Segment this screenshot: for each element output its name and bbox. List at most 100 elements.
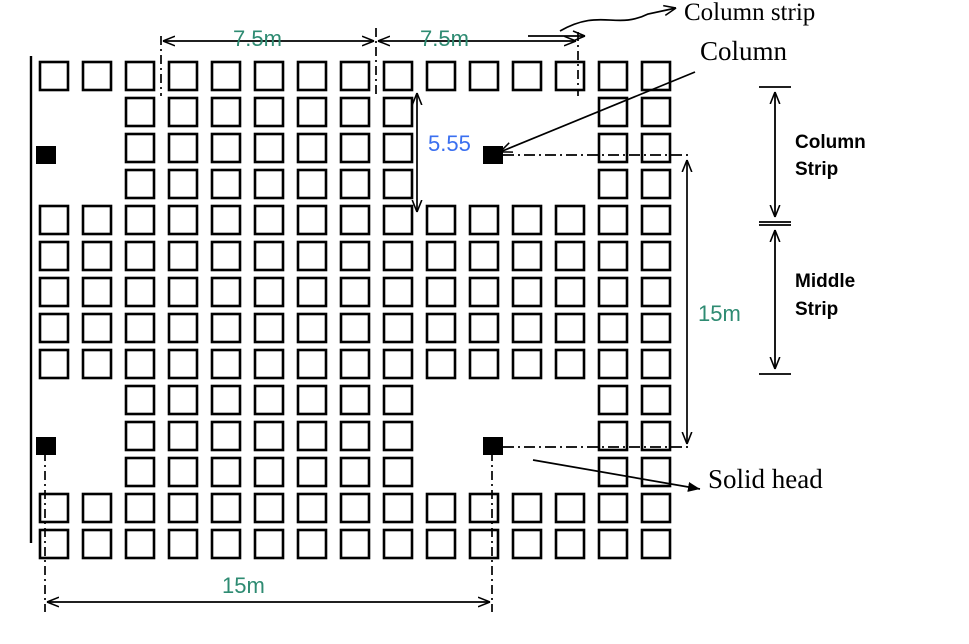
rib-void-cell bbox=[640, 456, 672, 488]
leader-column-strip bbox=[559, 4, 677, 32]
rib-void-cell bbox=[382, 132, 414, 164]
rib-void-cell bbox=[382, 276, 414, 308]
rib-void-cell bbox=[339, 132, 371, 164]
label-middle-strip-band-line1: Middle bbox=[795, 271, 856, 292]
rib-void-cell bbox=[339, 348, 371, 380]
dimension-top-span-right: 7.5m bbox=[420, 26, 469, 51]
rib-void-cell bbox=[38, 492, 70, 524]
rib-void-cell bbox=[296, 204, 328, 236]
rib-void-cell bbox=[640, 240, 672, 272]
rib-void-cell bbox=[597, 528, 629, 560]
column-strip-band-dimension bbox=[759, 86, 791, 223]
rib-void-cell bbox=[511, 528, 543, 560]
rib-void-cell bbox=[253, 204, 285, 236]
rib-void-cell bbox=[167, 420, 199, 452]
rib-void-cell bbox=[597, 240, 629, 272]
rib-void-cell bbox=[124, 492, 156, 524]
rib-void-cell bbox=[167, 528, 199, 560]
rib-void-cell bbox=[296, 168, 328, 200]
rib-void-cell bbox=[253, 456, 285, 488]
rib-void-cell bbox=[296, 96, 328, 128]
rib-void-cell bbox=[296, 240, 328, 272]
rib-void-cell bbox=[81, 240, 113, 272]
rib-void-cell bbox=[640, 132, 672, 164]
rib-void-cell bbox=[38, 240, 70, 272]
rib-void-cell bbox=[167, 384, 199, 416]
rib-void-cell bbox=[124, 348, 156, 380]
middle-strip-band-dimension bbox=[759, 224, 791, 375]
rib-void-cell bbox=[124, 276, 156, 308]
rib-void-cell bbox=[511, 204, 543, 236]
label-column-strip-callout: Column strip bbox=[684, 0, 816, 26]
rib-void-cell bbox=[339, 168, 371, 200]
rib-void-cell bbox=[124, 240, 156, 272]
rib-void-cell bbox=[597, 384, 629, 416]
rib-void-cell bbox=[425, 492, 457, 524]
rib-void-cell bbox=[296, 132, 328, 164]
rib-void-cell bbox=[640, 168, 672, 200]
label-column-callout: Column bbox=[700, 36, 788, 66]
rib-void-cell bbox=[210, 456, 242, 488]
rib-void-cell bbox=[253, 384, 285, 416]
rib-void-cell bbox=[296, 348, 328, 380]
rib-void-cell bbox=[382, 456, 414, 488]
rib-void-cell bbox=[81, 60, 113, 92]
rib-void-cell bbox=[597, 276, 629, 308]
rib-void-cell bbox=[597, 348, 629, 380]
rib-void-cell bbox=[511, 60, 543, 92]
rib-void-cell bbox=[597, 132, 629, 164]
column-top-left bbox=[36, 146, 56, 164]
rib-void-cell bbox=[253, 96, 285, 128]
rib-void-cell bbox=[210, 132, 242, 164]
rib-void-cell bbox=[382, 312, 414, 344]
rib-void-cell bbox=[81, 204, 113, 236]
rib-void-cell bbox=[640, 204, 672, 236]
rib-void-cell bbox=[124, 132, 156, 164]
rib-void-cell bbox=[425, 240, 457, 272]
rib-void-cell bbox=[167, 312, 199, 344]
rib-void-cell bbox=[511, 240, 543, 272]
rib-void-cell bbox=[167, 132, 199, 164]
rib-void-cell bbox=[597, 168, 629, 200]
rib-void-cell bbox=[339, 312, 371, 344]
centre-lines bbox=[44, 28, 692, 612]
rib-void-cell bbox=[597, 492, 629, 524]
rib-void-cell bbox=[640, 384, 672, 416]
rib-void-cell bbox=[468, 348, 500, 380]
rib-void-cell bbox=[81, 492, 113, 524]
rib-void-cell bbox=[167, 276, 199, 308]
label-column-strip-band-line2: Strip bbox=[795, 159, 839, 180]
rib-void-cell bbox=[382, 420, 414, 452]
rib-void-cell bbox=[210, 348, 242, 380]
rib-void-cell bbox=[253, 240, 285, 272]
rib-void-cell bbox=[38, 528, 70, 560]
rib-void-cell bbox=[382, 492, 414, 524]
rib-void-cell bbox=[124, 312, 156, 344]
rib-void-cell bbox=[468, 528, 500, 560]
rib-void-cell bbox=[296, 312, 328, 344]
column-head-markers bbox=[36, 146, 503, 455]
rib-void-cell bbox=[124, 168, 156, 200]
rib-void-cell bbox=[640, 312, 672, 344]
rib-void-cell bbox=[339, 456, 371, 488]
column-top-right bbox=[483, 146, 503, 164]
rib-void-cell bbox=[253, 528, 285, 560]
rib-void-cell bbox=[468, 60, 500, 92]
rib-void-cell bbox=[382, 96, 414, 128]
rib-void-cell bbox=[511, 312, 543, 344]
rib-void-cell bbox=[511, 276, 543, 308]
rib-void-cell bbox=[640, 276, 672, 308]
rib-void-cell bbox=[253, 420, 285, 452]
rib-void-cell bbox=[640, 492, 672, 524]
rib-void-cell bbox=[382, 60, 414, 92]
rib-void-cell bbox=[425, 204, 457, 236]
column-bottom-left bbox=[36, 437, 56, 455]
rib-void-cell bbox=[339, 96, 371, 128]
rib-void-cell bbox=[554, 492, 586, 524]
rib-void-cell bbox=[554, 348, 586, 380]
rib-void-cell bbox=[339, 384, 371, 416]
rib-void-cell bbox=[382, 384, 414, 416]
rib-void-cell bbox=[296, 492, 328, 524]
